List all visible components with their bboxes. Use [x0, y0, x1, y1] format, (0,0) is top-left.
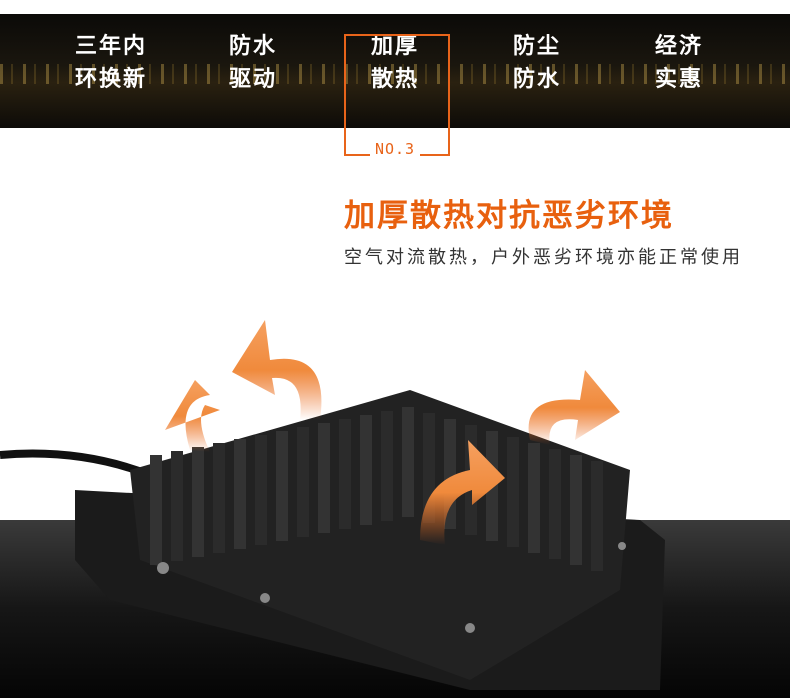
feature-dustproof: 防尘防水 [492, 30, 582, 96]
feature-line: 驱动 [228, 66, 277, 92]
heatsink-fin [339, 419, 351, 529]
heatsink-fin [171, 451, 183, 561]
screw-icon [157, 562, 169, 574]
city-lights-background [0, 64, 790, 84]
feature-waterproof-driver: 防水驱动 [208, 30, 298, 96]
heatsink-fin [528, 443, 540, 553]
feature-warranty: 三年内环换新 [66, 30, 156, 96]
frame-edge [420, 154, 448, 156]
heatsink-fin [255, 435, 267, 545]
feature-line: 经济 [654, 33, 703, 59]
feature-banner [0, 14, 790, 128]
airflow-arrow-icon [528, 370, 620, 445]
heatsink-fin [402, 407, 414, 517]
feature-economical: 经济实惠 [634, 30, 724, 96]
heatsink-fin [549, 449, 561, 559]
feature-line: 环换新 [74, 66, 147, 92]
section-subtitle: 空气对流散热，户外恶劣环境亦能正常使用 [344, 247, 743, 268]
power-cable [0, 449, 152, 479]
heatsink-fin [591, 461, 603, 571]
feature-heat-dissipation: 加厚散热 [350, 30, 440, 96]
floodlight-product-image [0, 320, 665, 690]
feature-line: 防水 [228, 33, 277, 59]
airflow-arrow-icon [420, 440, 505, 545]
heatsink-fin [276, 431, 288, 541]
heatsink-fin [192, 447, 204, 557]
feature-line: 防尘 [512, 33, 561, 59]
feature-line: 加厚 [370, 33, 419, 59]
frame-edge [344, 154, 370, 156]
highlight-frame [344, 34, 450, 156]
section-title: 加厚散热对抗恶劣环境 [344, 198, 674, 234]
heatsink-fin [318, 423, 330, 533]
heatsink-fin [570, 455, 582, 565]
heatsink-fin [213, 443, 225, 553]
airflow-arrow-icon [232, 320, 322, 420]
feature-line: 实惠 [654, 66, 703, 92]
screw-icon [465, 623, 475, 633]
feature-line: 防水 [512, 66, 561, 92]
heatsink-fin [381, 411, 393, 521]
feature-line: 三年内 [74, 33, 147, 59]
screw-icon [618, 542, 626, 550]
heatsink-fin [150, 455, 162, 565]
heatsink-fin [297, 427, 309, 537]
heatsink-fins [150, 407, 603, 571]
heatsink-fin [234, 439, 246, 549]
highlight-number: NO.3 [374, 140, 416, 158]
screw-icon [260, 593, 270, 603]
heatsink-fin [507, 437, 519, 547]
heatsink-fin [360, 415, 372, 525]
airflow-arrow-icon [165, 380, 220, 452]
feature-line: 散热 [370, 66, 419, 92]
